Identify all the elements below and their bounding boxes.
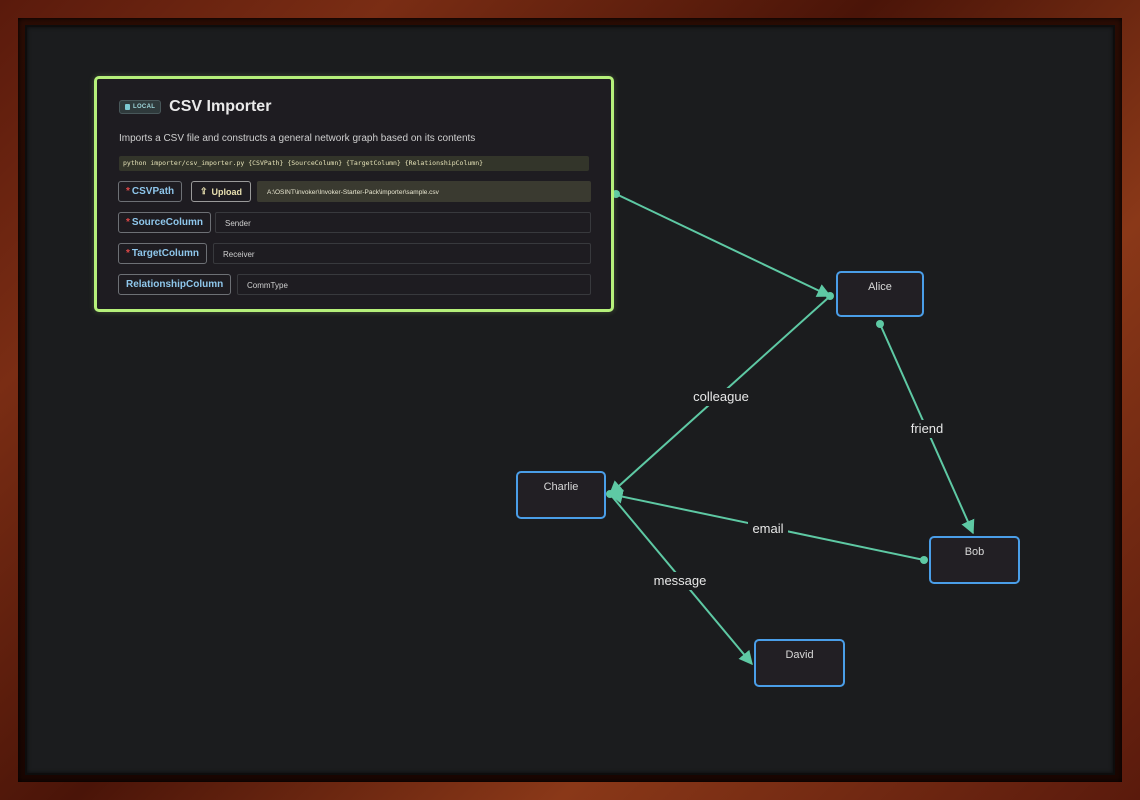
panel-header: LOCAL CSV Importer	[119, 98, 271, 116]
node-bob[interactable]: Bob	[929, 536, 1020, 584]
upload-button[interactable]: ⇪ Upload	[191, 181, 252, 202]
required-marker: *	[126, 217, 130, 228]
panel-description: Imports a CSV file and constructs a gene…	[119, 133, 476, 144]
node-charlie[interactable]: Charlie	[516, 471, 606, 519]
local-badge: LOCAL	[119, 100, 162, 114]
command-template: python importer/csv_importer.py {CSVPath…	[119, 156, 589, 171]
param-label-text: SourceColumn	[131, 217, 204, 228]
required-marker: *	[126, 248, 130, 259]
database-icon	[125, 104, 130, 110]
param-label-targetcolumn[interactable]: *TargetColumn	[118, 243, 207, 264]
param-value-csvpath[interactable]: A:\OSINT\invoker\Invoker-Starter-Pack\im…	[257, 181, 591, 202]
upload-button-label: Upload	[211, 186, 243, 197]
node-david[interactable]: David	[754, 639, 845, 687]
param-value-targetcolumn[interactable]: Receiver	[213, 243, 591, 264]
param-value-sourcecolumn[interactable]: Sender	[215, 212, 591, 233]
panel-title: CSV Importer	[169, 98, 272, 115]
param-label-text: TargetColumn	[131, 248, 199, 259]
param-label-text: CSVPath	[131, 186, 175, 197]
param-label-relationshipcolumn[interactable]: RelationshipColumn	[118, 274, 232, 295]
param-value-relationshipcolumn[interactable]: CommType	[237, 274, 591, 295]
param-label-csvpath[interactable]: *CSVPath	[118, 181, 183, 202]
param-label-sourcecolumn[interactable]: *SourceColumn	[118, 212, 212, 233]
local-badge-label: LOCAL	[133, 104, 156, 110]
upload-icon: ⇪	[200, 186, 208, 196]
required-marker: *	[126, 186, 130, 197]
param-label-text: RelationshipColumn	[126, 279, 224, 290]
node-alice[interactable]: Alice	[836, 271, 924, 317]
csv-importer-panel[interactable]: LOCAL CSV Importer Imports a CSV file an…	[94, 76, 614, 312]
